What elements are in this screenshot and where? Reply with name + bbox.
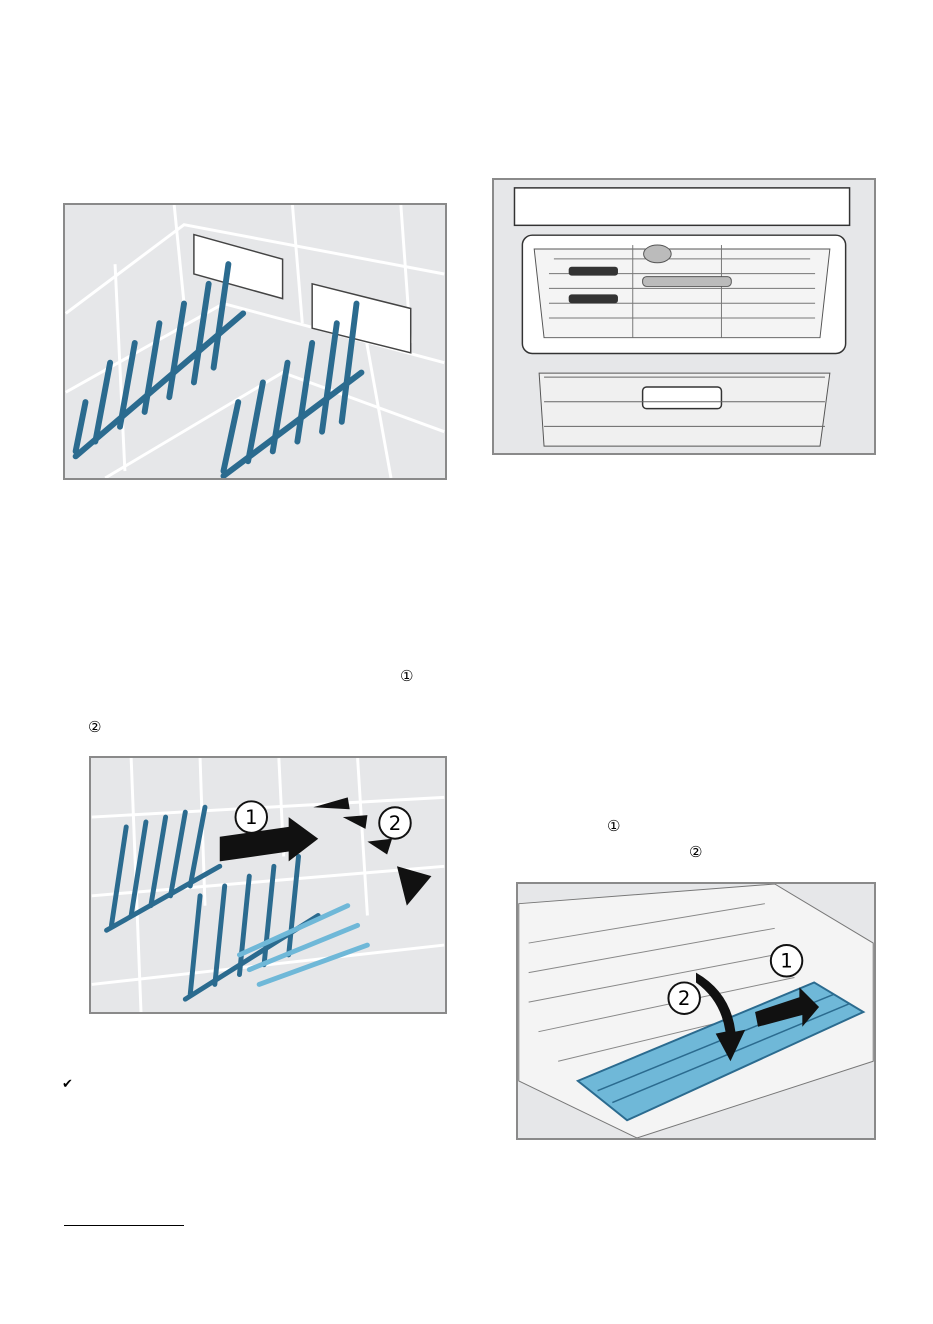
callout-1: 1: [780, 950, 793, 973]
footnote-separator: [64, 1225, 184, 1226]
step-marker-two: ②: [88, 718, 101, 736]
step-marker-one: ①: [400, 667, 413, 685]
rack-prongs-illustration: [65, 205, 445, 478]
callout-2: 2: [678, 987, 691, 1010]
folding-prongs-illustration: 1 2: [91, 758, 445, 1012]
callout-2: 2: [389, 812, 402, 835]
figure-drawer-insert: 1 2: [516, 882, 876, 1140]
figure-folding-prongs: 1 2: [89, 756, 447, 1014]
step-marker-one-right: ①: [607, 817, 620, 835]
figure-cutlery-drawer: [492, 178, 876, 455]
callout-1: 1: [245, 806, 258, 829]
step-marker-two-right: ②: [689, 843, 702, 861]
cutlery-drawer-illustration: [494, 180, 874, 453]
figure-rack-prongs: [63, 203, 447, 480]
check-icon: ✔: [62, 1077, 73, 1092]
drawer-insert-illustration: 1 2: [518, 884, 874, 1138]
